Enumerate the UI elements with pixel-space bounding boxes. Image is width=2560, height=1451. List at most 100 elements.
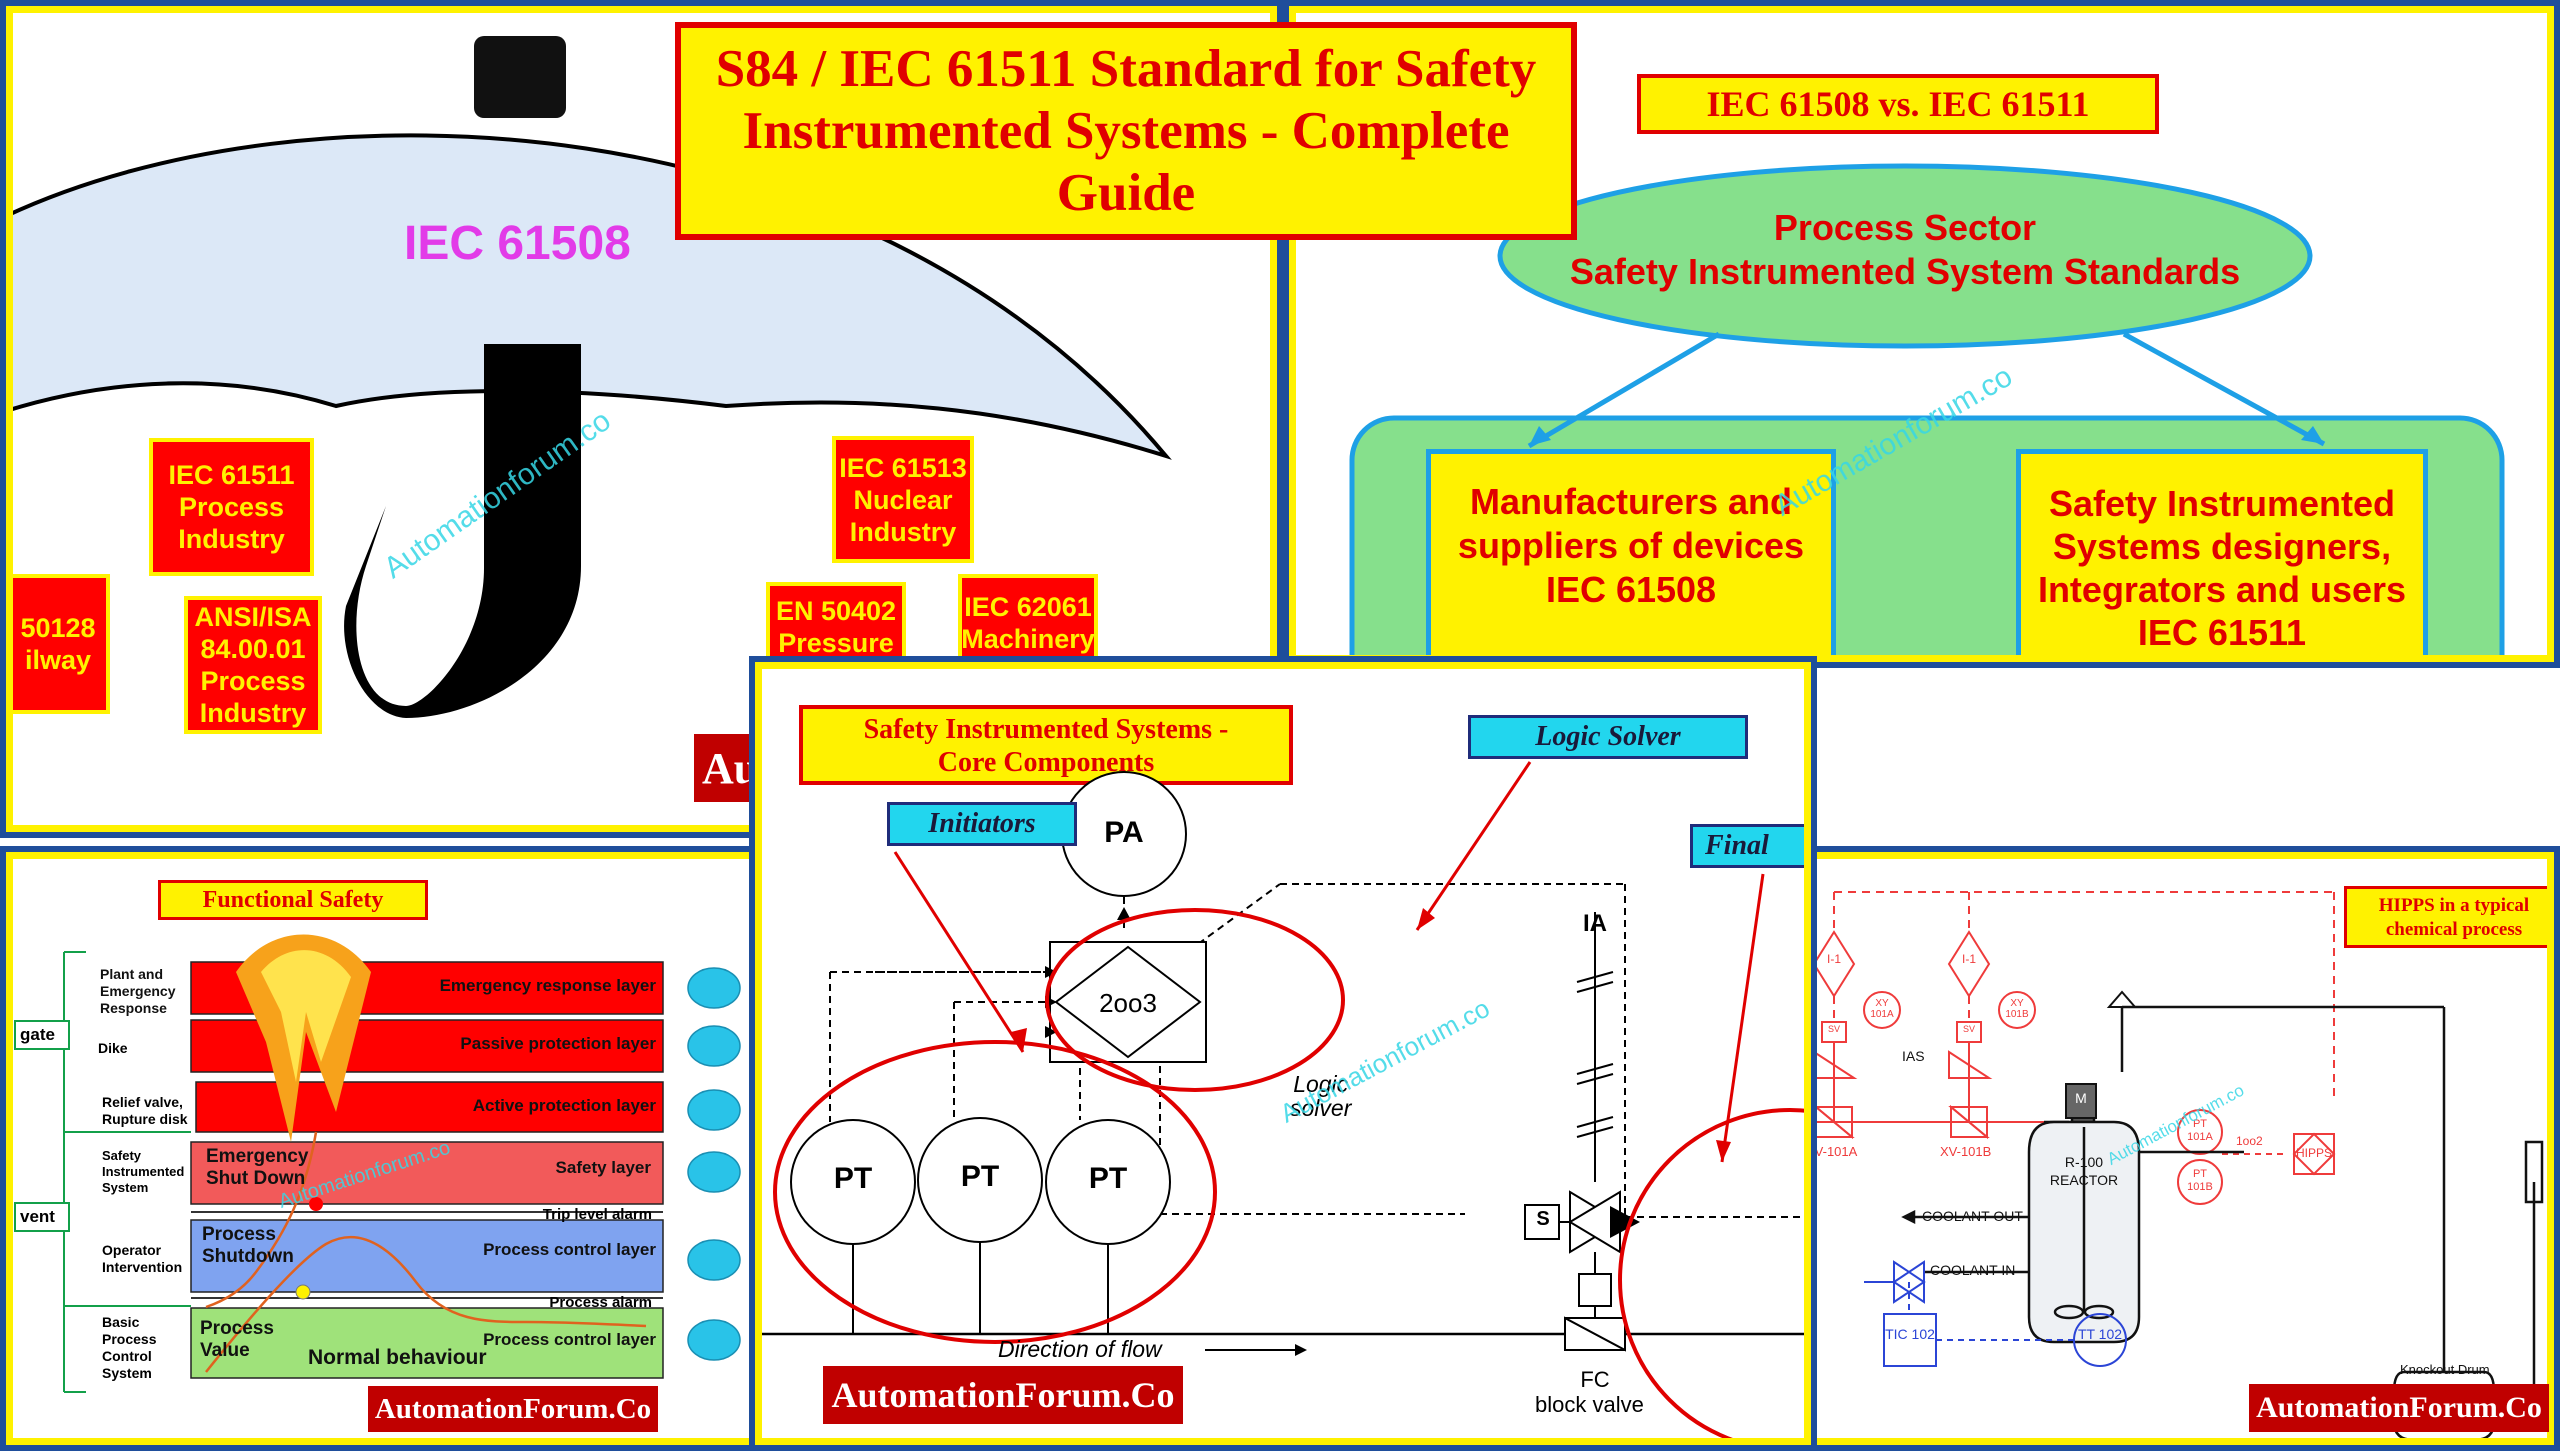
- pa-label: PA: [1104, 816, 1144, 849]
- process-value-label: Process Value: [200, 1318, 274, 1361]
- hipps-label-motor: M: [2075, 1090, 2087, 1106]
- layer-name-1: Emergency response layer: [439, 976, 656, 995]
- protection-layers-diagram: [63, 934, 741, 1393]
- core-components-panel: Safety Instrumented Systems - Core Compo…: [749, 656, 1817, 1451]
- hipps-label-xv101b: XV-101B: [1940, 1144, 1992, 1159]
- layer-name-4: Safety layer: [555, 1158, 651, 1177]
- side-label-line: Control: [102, 1348, 152, 1364]
- side-label-dike: Dike: [98, 1040, 128, 1056]
- hipps-label-ias: IAS: [1902, 1048, 1925, 1064]
- hipps-panel: HIPPS in a typical chemical process: [1798, 846, 2560, 1451]
- main-title: S84 / IEC 61511 Standard for Safety Inst…: [675, 22, 1577, 240]
- side-label-line: Emergency: [100, 983, 176, 999]
- hipps-label-reactor: REACTOR: [2049, 1172, 2119, 1188]
- solenoid-label: S: [1536, 1208, 1550, 1230]
- umbrella-label: IEC 61508: [404, 217, 631, 270]
- side-label-operator: Operator Intervention: [102, 1242, 182, 1276]
- hipps-label-i1a: I-1: [1826, 952, 1841, 966]
- left-edge-label-vent: vent: [14, 1202, 70, 1232]
- ellipse-line-2: Safety Instrumented System Standards: [1569, 251, 2241, 292]
- logic-solver-label: Logic Solver: [1468, 715, 1748, 759]
- hipps-label-coolant-out: COOLANT OUT: [1922, 1208, 2023, 1224]
- brand-banner: AutomationForum.Co: [368, 1386, 658, 1432]
- side-label-line: Instrumented: [102, 1164, 185, 1179]
- tag-50128: 50128 ilway: [6, 574, 110, 714]
- brand-banner: AutomationForum.Co: [823, 1366, 1183, 1424]
- initiators-label: Initiators: [887, 802, 1077, 846]
- side-label-plant: Plant and Emergency Response: [100, 966, 175, 1017]
- side-label-bpcs: Basic Process Control System: [102, 1314, 156, 1382]
- hipps-label-coolant-in: COOLANT IN: [1930, 1262, 2016, 1278]
- hipps-label-pt101a: PT 101A: [2187, 1118, 2213, 1143]
- side-label-sis: Safety Instrumented System: [102, 1148, 184, 1196]
- hipps-label-hipps: HIPPS: [2295, 1146, 2332, 1160]
- hipps-label-tt102: TT 102: [2077, 1326, 2123, 1342]
- core-title-line-1: Safety Instrumented Systems -: [863, 714, 1229, 745]
- umbrella-illustration: [6, 36, 1172, 718]
- hipps-label-knockout-drum: Knockout Drum: [2400, 1362, 2490, 1377]
- hipps-label-r100: R-100: [2064, 1154, 2104, 1170]
- process-shutdown-label: Process Shutdown: [202, 1224, 294, 1267]
- designers-line-2: Systems designers,: [2052, 526, 2392, 567]
- side-label-line: System: [102, 1180, 149, 1195]
- hipps-title: HIPPS in a typical chemical process: [2344, 886, 2554, 948]
- core-title: Safety Instrumented Systems - Core Compo…: [799, 705, 1293, 785]
- hipps-label-sv-a: SV: [1827, 1024, 1840, 1034]
- tag-iec-62061: IEC 62061 Machinery: [958, 574, 1098, 672]
- side-label-line: Plant and: [100, 966, 164, 982]
- side-label-relief: Relief valve, Rupture disk: [102, 1094, 188, 1128]
- side-label-line: Process: [102, 1331, 157, 1347]
- hipps-title-line-1: HIPPS in a typical: [2378, 895, 2530, 916]
- pt-label-3: PT: [1088, 1162, 1128, 1195]
- block-valve-label: block valve: [1535, 1392, 1644, 1417]
- hipps-label-i1b: I-1: [1961, 952, 1976, 966]
- normal-behaviour-label: Normal behaviour: [308, 1346, 487, 1369]
- manufacturers-line-2: suppliers of devices: [1457, 525, 1805, 566]
- side-label-line: Response: [100, 1000, 167, 1016]
- hipps-label-xv101a: XV-101A: [1806, 1144, 1858, 1159]
- trip-alarm-label: Trip level alarm: [542, 1206, 652, 1223]
- designers-line-4: IEC 61511: [2137, 612, 2307, 653]
- ellipse-text: Process Sector Safety Instrumented Syste…: [1500, 206, 2310, 294]
- side-label-line: Relief valve,: [102, 1094, 183, 1110]
- tag-ansi-isa: ANSI/ISA 84.00.01 Process Industry: [184, 596, 322, 734]
- designers-box: Safety Instrumented Systems designers, I…: [2016, 449, 2428, 662]
- esd-label: Emergency Shut Down: [206, 1146, 309, 1189]
- hipps-label-xy101a: XY 101A: [1870, 998, 1894, 1020]
- side-label-line: System: [102, 1365, 152, 1381]
- hipps-title-line-2: chemical process: [2385, 919, 2523, 940]
- final-element-label: Final: [1690, 824, 1811, 868]
- layer-name-5: Process control layer: [483, 1240, 656, 1259]
- sis-components-diagram: [755, 761, 1811, 1445]
- hipps-label-pt101b: PT 101B: [2187, 1168, 2213, 1193]
- side-label-line: Rupture disk: [102, 1111, 188, 1127]
- logic-caption-line-1: Logic: [1293, 1071, 1349, 1097]
- comparison-title: IEC 61508 vs. IEC 61511: [1637, 74, 2159, 134]
- functional-safety-title: Functional Safety: [158, 880, 428, 920]
- hipps-label-tic102: TIC 102: [1885, 1326, 1935, 1342]
- tag-iec-61513: IEC 61513 Nuclear Industry: [832, 436, 974, 563]
- side-label-line: Basic: [102, 1314, 140, 1330]
- process-alarm-label: Process alarm: [549, 1294, 652, 1311]
- hipps-process-diagram: [1804, 891, 2544, 1442]
- logic-caption-line-2: solver: [1290, 1095, 1352, 1121]
- tag-en-50402: EN 50402 Pressure: [766, 582, 906, 672]
- side-label-line: Safety: [102, 1148, 142, 1163]
- functional-safety-panel: Functional Safety gate vent Plant an: [0, 846, 762, 1451]
- ellipse-line-1: Process Sector: [1773, 207, 2037, 248]
- tag-iec-61511: IEC 61511 Process Industry: [149, 438, 314, 576]
- layer-name-3: Active protection layer: [472, 1096, 656, 1115]
- manufacturers-box: Manufacturers and suppliers of devices I…: [1426, 449, 1836, 662]
- flow-direction-label: Direction of flow: [998, 1336, 1162, 1362]
- designers-line-1: Safety Instrumented: [2048, 483, 2396, 524]
- hipps-label-sv-b: SV: [1962, 1024, 1975, 1034]
- manufacturers-line-1: Manufacturers and: [1469, 481, 1793, 522]
- pt-label-2: PT: [960, 1160, 1000, 1193]
- pt-label-1: PT: [833, 1162, 873, 1195]
- side-label-line: Operator: [102, 1242, 162, 1258]
- ia-label: IA: [1583, 910, 1607, 937]
- left-edge-label-gate: gate: [14, 1020, 70, 1050]
- logic-caption: Logic solver: [1290, 1072, 1351, 1120]
- designers-line-3: Integrators and users: [2037, 569, 2407, 610]
- brand-banner: AutomationForum.Co: [2249, 1384, 2549, 1432]
